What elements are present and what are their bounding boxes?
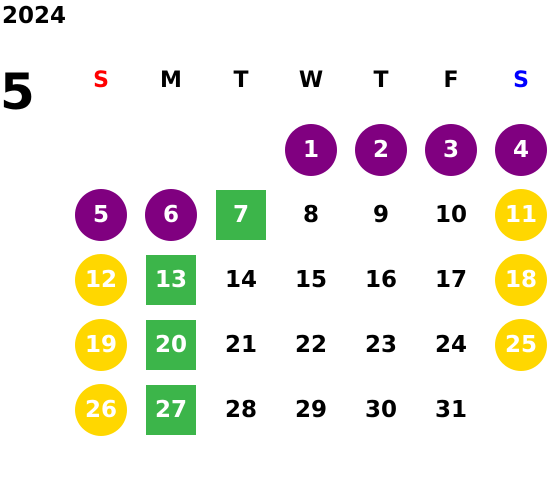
day-cell-3: 3	[425, 124, 477, 176]
day-cell-8: 8	[302, 202, 319, 228]
weekday-2: T	[233, 68, 249, 93]
day-cell-19: 19	[75, 319, 127, 371]
day-cell-18: 18	[495, 254, 547, 306]
day-cell-29: 29	[294, 397, 327, 423]
day-cell-13: 13	[146, 255, 196, 305]
day-cell-4: 4	[495, 124, 547, 176]
day-cell-25: 25	[495, 319, 547, 371]
day-cell-16: 16	[364, 267, 397, 293]
day-cell-12: 12	[75, 254, 127, 306]
day-cell-14: 14	[224, 267, 257, 293]
day-cell-1: 1	[285, 124, 337, 176]
day-cell-22: 22	[294, 332, 327, 358]
weekday-0: S	[93, 68, 109, 93]
weekday-1: M	[160, 68, 182, 93]
day-cell-2: 2	[355, 124, 407, 176]
day-cell-23: 23	[364, 332, 397, 358]
day-cell-17: 17	[434, 267, 467, 293]
day-cell-7: 7	[216, 190, 266, 240]
day-cell-9: 9	[372, 202, 389, 228]
day-cell-10: 10	[434, 202, 467, 228]
day-cell-20: 20	[146, 320, 196, 370]
day-cell-26: 26	[75, 384, 127, 436]
day-cell-30: 30	[364, 397, 397, 423]
year-label: 2024	[2, 3, 67, 29]
day-cell-21: 21	[224, 332, 257, 358]
month-number: 5	[0, 63, 35, 121]
day-cell-27: 27	[146, 385, 196, 435]
day-cell-5: 5	[75, 189, 127, 241]
day-cell-28: 28	[224, 397, 257, 423]
weekday-5: F	[443, 68, 459, 93]
day-cell-15: 15	[294, 267, 327, 293]
weekday-4: T	[373, 68, 389, 93]
weekday-6: S	[513, 68, 529, 93]
weekday-3: W	[298, 68, 324, 93]
day-cell-31: 31	[434, 397, 467, 423]
day-cell-24: 24	[434, 332, 467, 358]
day-cell-6: 6	[145, 189, 197, 241]
day-cell-11: 11	[495, 189, 547, 241]
